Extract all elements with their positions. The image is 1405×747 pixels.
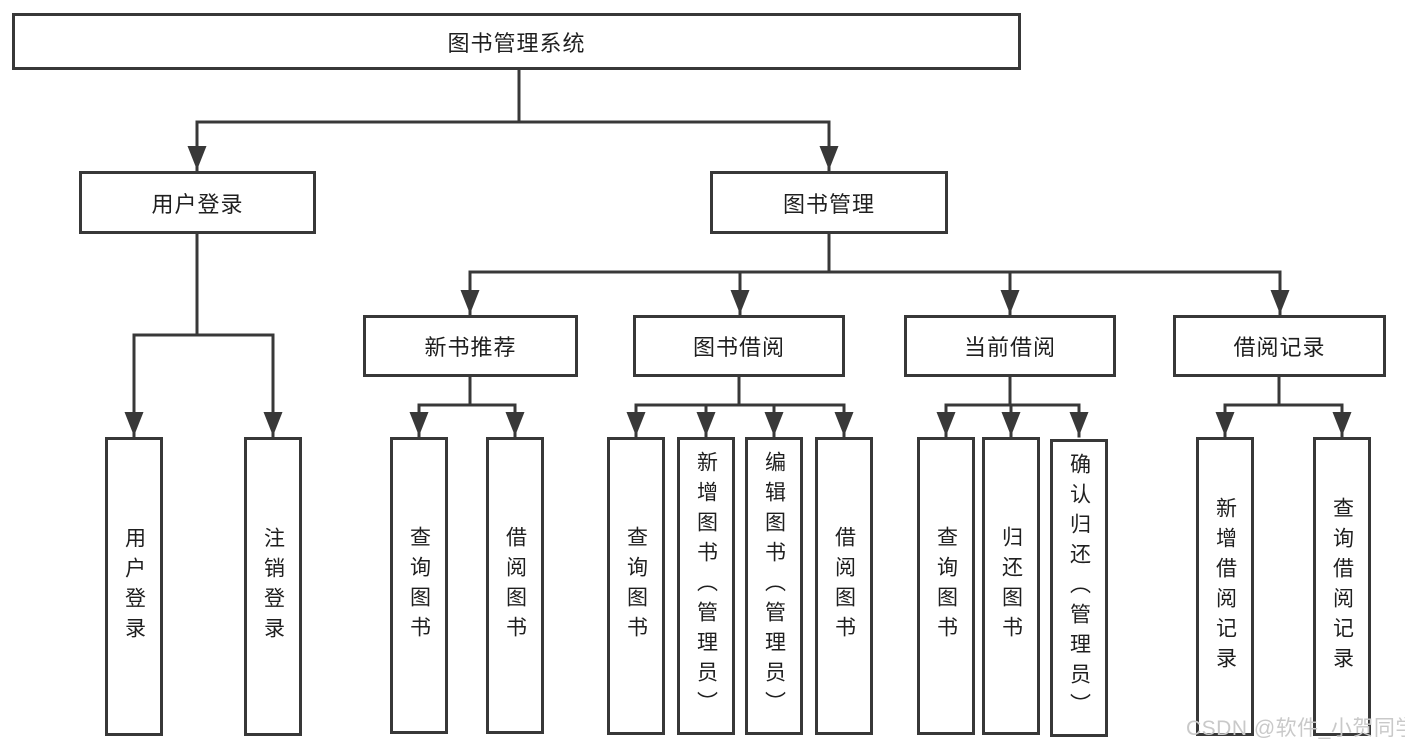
- leaf-confirm-return-admin: 确认归还（管理员）: [1050, 439, 1108, 737]
- node-borrow-records: 借阅记录: [1173, 315, 1386, 377]
- leaf-logout: 注销登录: [244, 437, 302, 736]
- leaf-borrow-book-recommend: 借阅图书: [486, 437, 544, 734]
- csdn-watermark: CSDN @软件_小贺同学: [1186, 717, 1405, 740]
- leaf-query-books-current: 查询图书: [917, 437, 975, 735]
- leaf-add-book-admin: 新增图书（管理员）: [677, 437, 735, 735]
- node-current-borrow: 当前借阅: [904, 315, 1116, 377]
- leaf-user-login: 用户登录: [105, 437, 163, 736]
- leaf-query-books-recommend: 查询图书: [390, 437, 448, 734]
- leaf-edit-book-admin: 编辑图书（管理员）: [745, 437, 803, 735]
- root-node-library-system: 图书管理系统: [12, 13, 1021, 70]
- leaf-query-borrow-record: 查询借阅记录: [1313, 437, 1371, 736]
- leaf-add-borrow-record: 新增借阅记录: [1196, 437, 1254, 736]
- node-book-borrow: 图书借阅: [633, 315, 845, 377]
- leaf-query-books-borrow: 查询图书: [607, 437, 665, 735]
- node-new-book-recommend: 新书推荐: [363, 315, 578, 377]
- leaf-return-book: 归还图书: [982, 437, 1040, 735]
- leaf-borrow-book: 借阅图书: [815, 437, 873, 735]
- node-user-login: 用户登录: [79, 171, 316, 234]
- node-book-management: 图书管理: [710, 171, 948, 234]
